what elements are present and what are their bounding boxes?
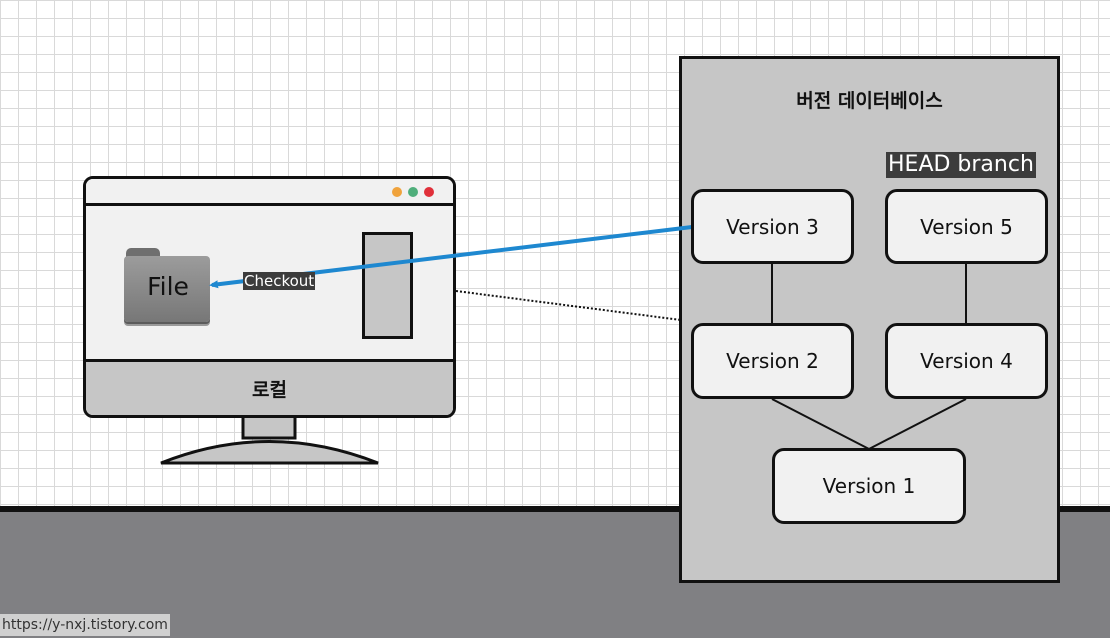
folder-body (124, 256, 210, 322)
version-4-node[interactable]: Version 4 (885, 323, 1048, 399)
window-maximize-dot[interactable] (408, 187, 418, 197)
version-1-node[interactable]: Version 1 (772, 448, 966, 524)
edge-v2-v1 (771, 398, 870, 450)
window-minimize-dot[interactable] (392, 187, 402, 197)
checkout-label: Checkout (243, 272, 316, 290)
watermark: https://y-nxj.tistory.com (0, 614, 170, 636)
version-3-node[interactable]: Version 3 (691, 189, 854, 264)
dotted-link-line (455, 290, 682, 321)
version-2-node[interactable]: Version 2 (691, 323, 854, 399)
head-branch-label: HEAD branch (886, 152, 1036, 178)
window-close-dot[interactable] (424, 187, 434, 197)
scrollbar[interactable] (362, 232, 413, 339)
database-title: 버전 데이터베이스 (796, 90, 943, 112)
file-label: File (147, 272, 189, 301)
folder-icon[interactable]: File (124, 248, 212, 324)
version-5-node[interactable]: Version 5 (885, 189, 1048, 264)
window-titlebar (86, 179, 453, 206)
edge-v4-v1 (868, 398, 967, 450)
local-label: 로컬 (86, 359, 453, 415)
